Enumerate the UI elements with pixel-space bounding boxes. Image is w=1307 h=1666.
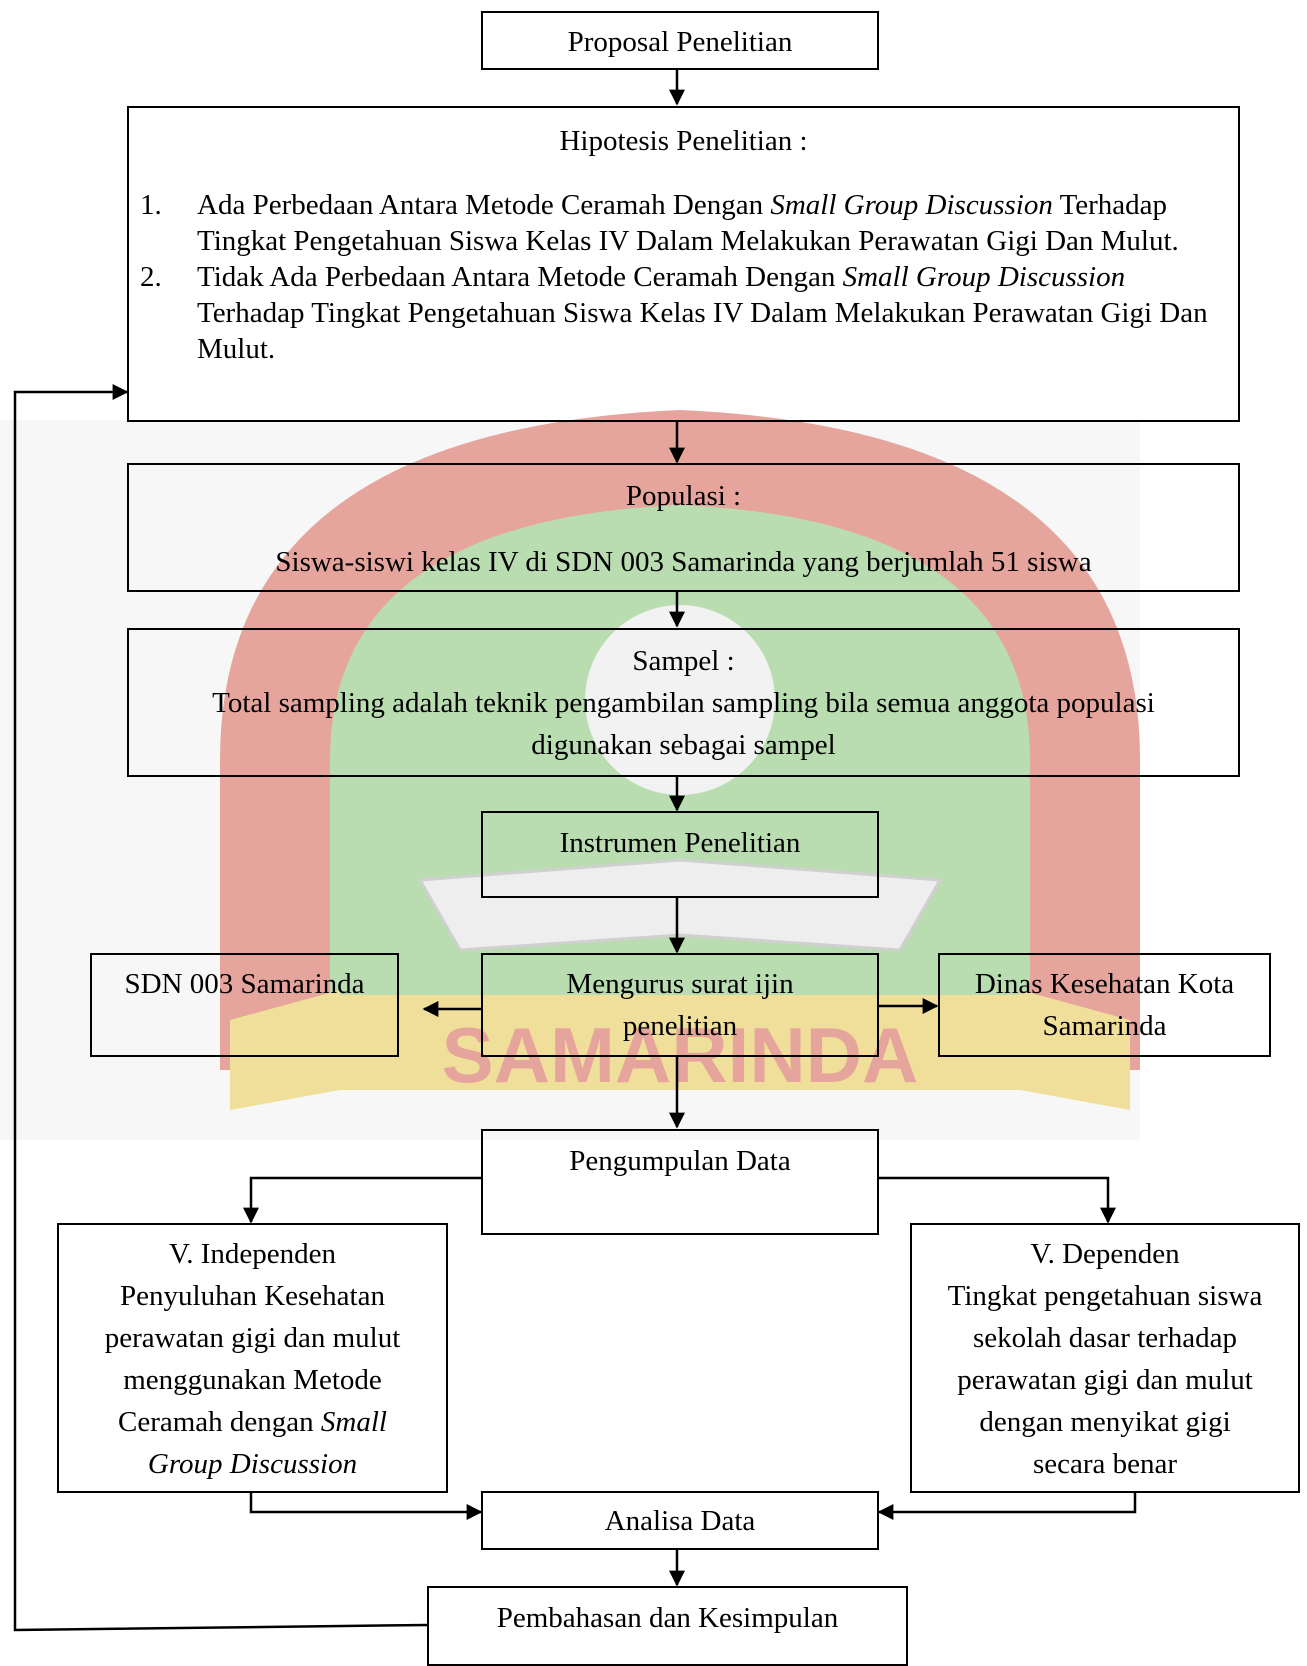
hypothesis-list: 1. Ada Perbedaan Antara Metode Ceramah D…: [140, 187, 1220, 367]
independent-line4-italic: Small: [320, 1406, 387, 1438]
independent-line5-italic: Group Discussion: [147, 1448, 358, 1480]
arrow-independent-to-analysis: [249, 1492, 483, 1520]
independent-title: V. Independen: [169, 1238, 336, 1270]
sample-text-line1: Total sampling adalah teknik pengambilan…: [212, 687, 1155, 719]
hypothesis-item-text-end: Terhadap Tingkat Pengetahuan Siswa Kelas…: [197, 297, 1208, 365]
independent-line2: perawatan gigi dan mulut: [104, 1322, 401, 1354]
dependent-line2: sekolah dasar terhadap: [972, 1322, 1238, 1354]
health-office-label-line2: Samarinda: [1042, 1010, 1167, 1042]
proposal-box: Proposal Penelitian: [481, 11, 879, 70]
population-box: Populasi : Siswa-siswi kelas IV di SDN 0…: [127, 463, 1240, 592]
analysis-box: Analisa Data: [481, 1491, 879, 1550]
dependent-title: V. Dependen: [1030, 1238, 1180, 1270]
school-label: SDN 003 Samarinda: [124, 968, 365, 1000]
dependent-line3: perawatan gigi dan mulut: [957, 1364, 1253, 1396]
hypothesis-item-italic: Small Group Discussion: [770, 189, 1053, 221]
watermark-circle: [585, 605, 775, 795]
watermark-book: [417, 858, 943, 952]
conclusion-label: Pembahasan dan Kesimpulan: [496, 1602, 839, 1634]
instrument-box: Instrumen Penelitian: [481, 811, 879, 898]
sample-title: Sampel :: [632, 645, 735, 677]
hypothesis-item-text: Tidak Ada Perbedaan Antara Metode Cerama…: [197, 261, 843, 293]
sample-box: Sampel : Total sampling adalah teknik pe…: [127, 628, 1240, 777]
dependent-line5: secara benar: [1032, 1448, 1178, 1480]
hypothesis-item-number: 1.: [140, 189, 162, 221]
proposal-label: Proposal Penelitian: [567, 26, 793, 58]
population-text: Siswa-siswi kelas IV di SDN 003 Samarind…: [275, 546, 1092, 578]
health-office-box: Dinas Kesehatan Kota Samarinda: [938, 953, 1271, 1057]
independent-line1: Penyuluhan Kesehatan: [120, 1280, 385, 1312]
arrow-dependent-to-analysis: [877, 1492, 1137, 1520]
hypothesis-item-2: 2. Tidak Ada Perbedaan Antara Metode Cer…: [140, 259, 1220, 367]
independent-line3: menggunakan Metode: [123, 1364, 382, 1396]
school-box: SDN 003 Samarinda: [90, 953, 399, 1057]
watermark-ribbon: [340, 995, 1020, 1090]
hypothesis-title: Hipotesis Penelitian :: [559, 125, 808, 157]
permit-box: Mengurus surat ijin penelitian: [481, 953, 879, 1057]
independent-line5: Group Discussion: [59, 1443, 446, 1485]
hypothesis-item-number: 2.: [140, 261, 162, 293]
hypothesis-item-text: Ada Perbedaan Antara Metode Ceramah Deng…: [197, 189, 771, 221]
hypothesis-item-italic: Small Group Discussion: [842, 261, 1126, 293]
collection-label: Pengumpulan Data: [569, 1145, 791, 1177]
feedback-loop-arrow: [13, 384, 428, 1632]
arrow-collection-to-independent: [243, 1176, 481, 1224]
dependent-line1: Tingkat pengetahuan siswa: [947, 1280, 1263, 1312]
watermark-ribbon-right: [1020, 990, 1130, 1110]
conclusion-box: Pembahasan dan Kesimpulan: [427, 1586, 908, 1666]
population-title: Populasi :: [625, 480, 742, 512]
hypothesis-item-1: 1. Ada Perbedaan Antara Metode Ceramah D…: [140, 187, 1220, 259]
hypothesis-item-text-end: Terhadap Tingkat Pengetahuan Siswa Kelas…: [197, 189, 1179, 257]
watermark-ribbon-left: [230, 990, 340, 1110]
dependent-variable-box: V. Dependen Tingkat pengetahuan siswa se…: [910, 1223, 1300, 1493]
sample-text-line2: digunakan sebagai sampel: [531, 729, 836, 761]
health-office-label-line1: Dinas Kesehatan Kota: [974, 968, 1235, 1000]
permit-label-line1: Mengurus surat ijin: [566, 968, 794, 1000]
permit-label-line2: penelitian: [622, 1010, 738, 1042]
instrument-label: Instrumen Penelitian: [559, 827, 801, 859]
collection-box: Pengumpulan Data: [481, 1129, 879, 1235]
independent-line4: Ceramah dengan Small: [59, 1401, 446, 1443]
hypothesis-box: Hipotesis Penelitian :: [127, 106, 1240, 422]
independent-line4-text: Ceramah dengan: [118, 1406, 321, 1438]
dependent-line4: dengan menyikat gigi: [979, 1406, 1231, 1438]
arrow-collection-to-dependent: [879, 1176, 1116, 1224]
analysis-label: Analisa Data: [604, 1505, 756, 1537]
independent-variable-box: V. Independen Penyuluhan Kesehatan peraw…: [57, 1223, 448, 1493]
